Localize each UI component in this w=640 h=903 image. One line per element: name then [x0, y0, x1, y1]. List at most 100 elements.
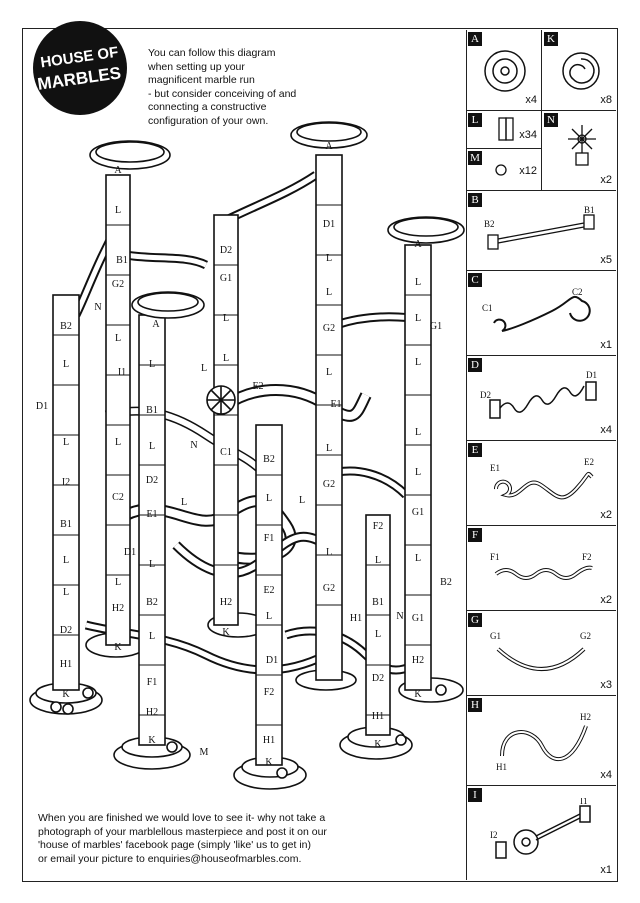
- part-quantity: x12: [519, 165, 537, 177]
- part-a: A x4: [466, 30, 541, 110]
- part-letter: L: [468, 113, 482, 127]
- part-letter: E: [468, 443, 482, 457]
- intro-line: magnificent marble run: [148, 74, 255, 86]
- pinwheel-icon: [568, 125, 596, 166]
- label-d1: D1: [124, 547, 136, 558]
- part-label: C2: [572, 287, 583, 297]
- part-label: G2: [580, 631, 591, 641]
- label-d1: D1: [266, 655, 278, 666]
- part-e: E E1 E2 x2: [466, 440, 616, 525]
- intro-line: configuration of your own.: [148, 114, 269, 127]
- label-i2: I2: [62, 477, 70, 488]
- label-d1: D1: [36, 401, 48, 412]
- label-h2: H2: [146, 707, 158, 718]
- label-l: L: [149, 359, 155, 370]
- label-e1: E1: [146, 509, 157, 520]
- pinwheel-1: [206, 385, 236, 415]
- part-label: I1: [580, 798, 588, 806]
- label-c1: C1: [220, 447, 232, 458]
- spiral-track-icon: C1 C2: [482, 287, 591, 332]
- part-letter: H: [468, 698, 482, 712]
- label-b2: B2: [440, 577, 452, 588]
- label-b1: B1: [146, 405, 158, 416]
- page-border: [22, 28, 618, 882]
- label-f1: F1: [264, 533, 275, 544]
- label-l: L: [415, 357, 421, 368]
- label-e1: E1: [330, 399, 341, 410]
- part-label: B1: [584, 205, 595, 215]
- label-h1: H1: [263, 735, 275, 746]
- part-letter: D: [468, 358, 482, 372]
- intro-line: when setting up your: [148, 60, 245, 73]
- part-quantity: x4: [600, 769, 612, 781]
- part-quantity: x34: [519, 129, 537, 141]
- outro-line: When you are finished we would love to s…: [38, 812, 326, 824]
- part-label: D1: [586, 370, 597, 380]
- part-quantity: x4: [600, 424, 612, 436]
- label-l: L: [415, 313, 421, 324]
- part-l: L x34: [466, 110, 541, 148]
- label-l: L: [63, 587, 69, 598]
- part-letter: G: [468, 613, 482, 627]
- label-b1: B1: [60, 519, 72, 530]
- label-l: L: [115, 333, 121, 344]
- label-h2: H2: [112, 603, 124, 614]
- label-l: L: [223, 353, 229, 364]
- label-l: L: [326, 287, 332, 298]
- label-a: A: [325, 141, 333, 152]
- label-l: L: [181, 497, 187, 508]
- wheel-track-icon: I2 I1: [490, 798, 591, 859]
- part-letter: C: [468, 273, 482, 287]
- label-l: L: [63, 437, 69, 448]
- label-l: L: [115, 577, 121, 588]
- wiggle-track-icon: F1 F2: [490, 552, 593, 580]
- curved-track-icon: G1 G2: [490, 631, 591, 671]
- label-l: L: [415, 277, 421, 288]
- label-k: K: [222, 627, 230, 638]
- label-l: L: [415, 553, 421, 564]
- label-l: L: [415, 467, 421, 478]
- label-l: L: [326, 443, 332, 454]
- label-l: L: [149, 631, 155, 642]
- label-a: A: [152, 319, 160, 330]
- part-letter: B: [468, 193, 482, 207]
- part-i: I I2 I1 x1: [466, 785, 616, 880]
- label-n: N: [190, 440, 197, 451]
- label-k: K: [265, 757, 273, 768]
- outro-line: or email your picture to enquiries@house…: [38, 852, 302, 865]
- label-k: K: [114, 642, 122, 653]
- part-quantity: x2: [600, 174, 612, 186]
- label-g2: G2: [323, 323, 335, 334]
- marble-run-diagram: A L B1 G2 L I1 L C2 D1 L H2 K B2 L D1 L …: [29, 121, 465, 790]
- label-d2: D2: [220, 245, 232, 256]
- part-c: C C1 C2 x1: [466, 270, 616, 355]
- funnel-icon: [484, 50, 526, 92]
- part-h: H H1 H2 x4: [466, 695, 616, 785]
- part-label: C1: [482, 303, 493, 313]
- part-quantity: x3: [600, 679, 612, 691]
- part-label: F2: [582, 552, 592, 562]
- label-l: L: [115, 205, 121, 216]
- label-b1: B1: [116, 255, 128, 266]
- part-letter: A: [468, 32, 482, 46]
- label-b2: B2: [263, 454, 275, 465]
- label-e2: E2: [263, 585, 274, 596]
- label-l: L: [223, 313, 229, 324]
- label-m: M: [200, 747, 209, 758]
- intro-line: connecting a constructive: [148, 101, 267, 113]
- label-l: L: [266, 493, 272, 504]
- label-f2: F2: [264, 687, 275, 698]
- label-c2: C2: [112, 492, 124, 503]
- part-quantity: x5: [600, 254, 612, 266]
- s-curve-track-icon: E1 E2: [490, 457, 594, 500]
- part-letter: M: [468, 151, 482, 165]
- intro-line: - but consider conceiving of and: [148, 87, 297, 100]
- marble-icon: [495, 164, 507, 176]
- part-label: F1: [490, 552, 500, 562]
- part-quantity: x2: [600, 509, 612, 521]
- outro-text: When you are finished we would love to s…: [38, 812, 458, 866]
- label-d2: D2: [146, 475, 158, 486]
- label-k: K: [414, 689, 422, 700]
- part-letter: I: [468, 788, 482, 802]
- label-l: L: [326, 253, 332, 264]
